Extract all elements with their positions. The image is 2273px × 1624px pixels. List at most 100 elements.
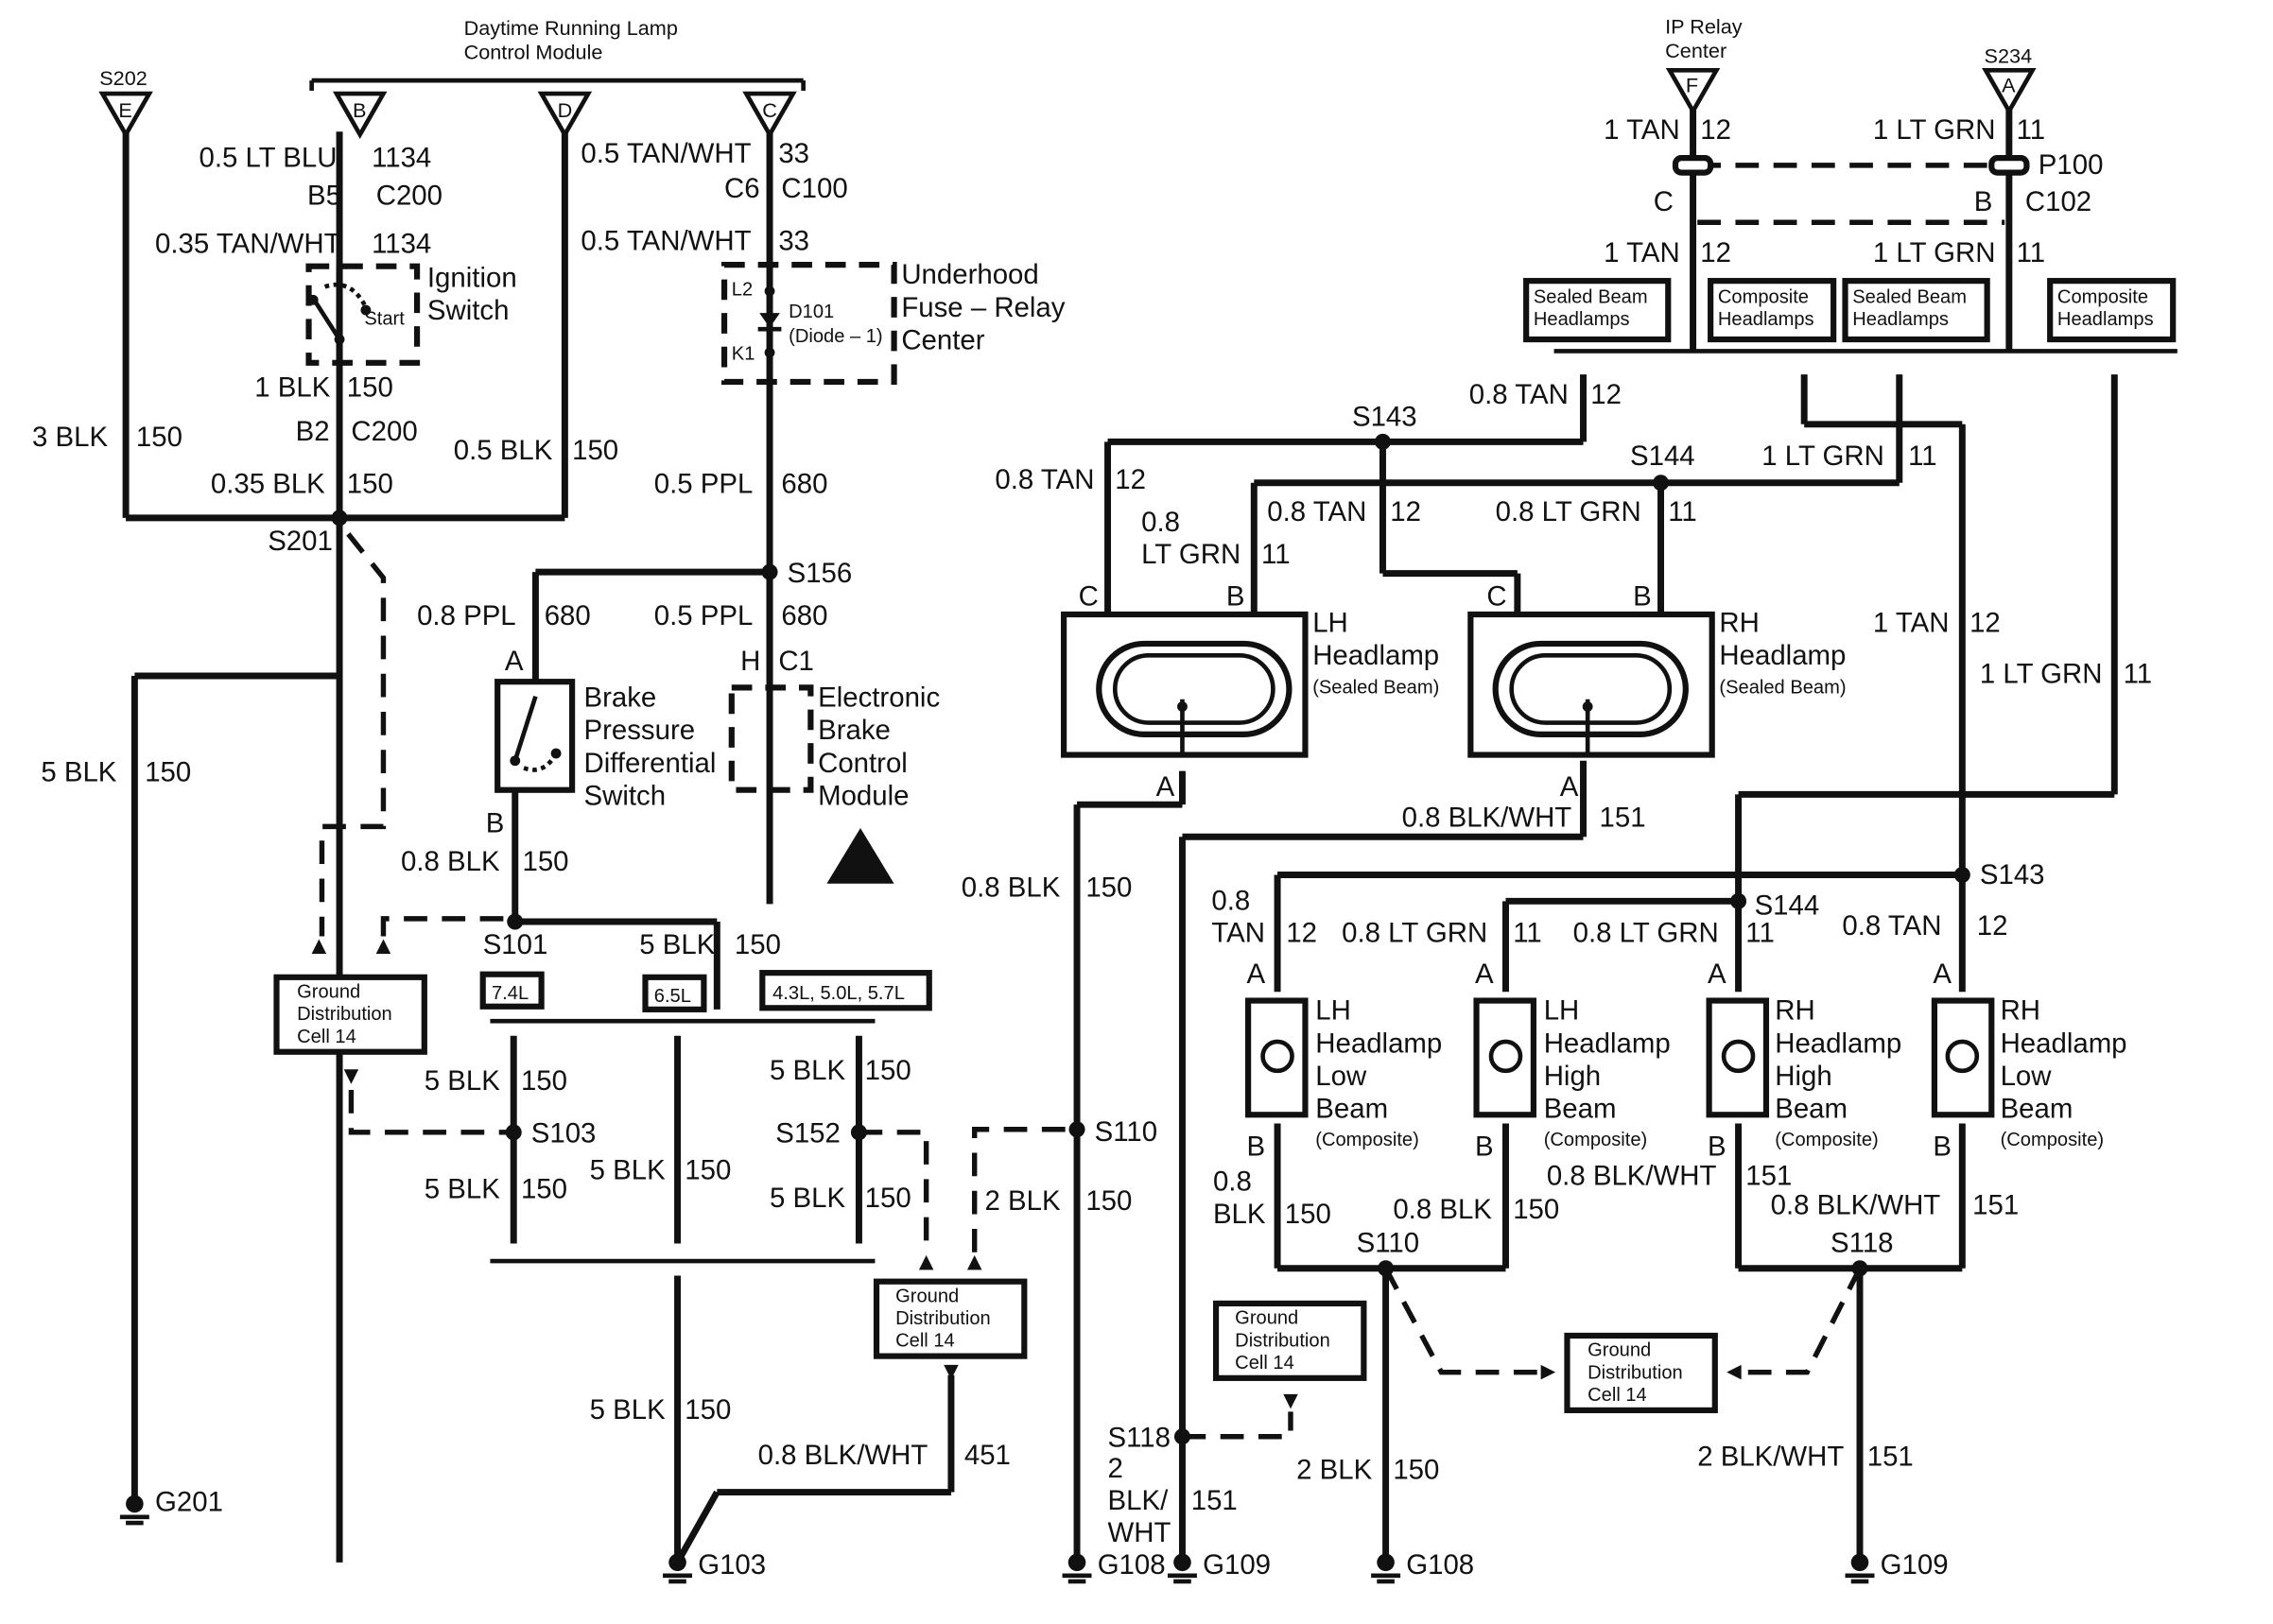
wire-label: 150 <box>572 435 618 466</box>
connector-label: C100 <box>781 173 847 204</box>
wire-label: 0.8 LT GRN <box>1496 496 1641 527</box>
pin-label: A <box>1475 959 1494 990</box>
connector-label: C200 <box>376 181 442 212</box>
s202-connector-icon <box>98 91 153 140</box>
component-label: (Sealed Beam) <box>1719 678 1846 699</box>
engine-43-box <box>759 970 932 1011</box>
splice-label: S110 <box>1357 1228 1419 1259</box>
wire-label: 0.8 PPL <box>417 600 516 631</box>
splice-label: S110 <box>1095 1116 1157 1148</box>
splice-dot <box>761 563 778 580</box>
wire-label: 0.8 BLK/WHT <box>1771 1190 1941 1221</box>
pin-label: A <box>1560 771 1579 803</box>
wire-label: 0.35 BLK <box>211 469 325 500</box>
arrow-down-icon <box>1283 1393 1298 1409</box>
splice-dot <box>1653 475 1670 492</box>
wire-label: 680 <box>545 600 591 631</box>
splice-dot <box>1068 1121 1085 1138</box>
pin-label: B <box>1974 186 1993 217</box>
sealed-beam-box-1 <box>1523 278 1672 343</box>
rh-low-beam-lamp <box>1931 997 1995 1118</box>
splice-label: S234 <box>1985 44 2033 68</box>
ground-distribution-box-2 <box>873 1278 1028 1359</box>
wire-label: 0.8 BLK <box>401 846 500 877</box>
wire-label: 1 LT GRN <box>1761 441 1884 472</box>
wire-label: 150 <box>136 422 182 453</box>
wire-label: 5 BLK <box>425 1065 500 1097</box>
pin-label: A <box>1156 771 1175 803</box>
wire-label: 1134 <box>372 229 431 260</box>
rh-high-beam-lamp <box>1706 997 1770 1118</box>
wire-label: 1 LT GRN <box>1873 237 1996 268</box>
wire-label: 0.8 LT GRN <box>1342 918 1487 949</box>
component-label: (Diode – 1) <box>789 326 882 347</box>
wire-label: 12 <box>1115 464 1146 495</box>
wire-label: 11 <box>2017 237 2046 268</box>
ground-distribution-box-3 <box>1212 1300 1367 1381</box>
right-symbols <box>1061 67 2177 1584</box>
engine-65-box <box>642 974 707 1012</box>
pin-label: A <box>2002 73 2016 96</box>
wire-label: 150 <box>685 1394 731 1425</box>
esd-warning-icon <box>826 827 894 884</box>
pin-f-connector-icon <box>1665 67 1721 116</box>
pin-d-connector-icon <box>537 91 593 140</box>
wire-label: 680 <box>781 600 827 631</box>
arrow-right-icon <box>1726 1364 1742 1380</box>
wire-label: 2 <box>1108 1453 1123 1484</box>
component-label: (Sealed Beam) <box>1312 678 1439 699</box>
pin-label: H <box>740 646 760 677</box>
splice-label: S101 <box>483 929 548 960</box>
pin-label: B <box>1247 1132 1266 1163</box>
wire-label: 12 <box>1969 608 2001 639</box>
wire-label: 0.35 TAN/WHT <box>155 229 341 260</box>
lh-high-beam-lamp <box>1473 997 1536 1118</box>
splice-label: S143 <box>1980 859 2045 890</box>
lh-lamp-outline <box>1096 640 1293 737</box>
wire-label: 150 <box>522 846 568 877</box>
engine-74-box <box>479 971 545 1010</box>
wire-label: TAN <box>1211 918 1265 949</box>
ground-g103-icon <box>663 1553 693 1584</box>
wire-label: 151 <box>1972 1190 2019 1221</box>
wire-label: 0.8 TAN <box>1469 379 1569 410</box>
wire-label: 1 TAN <box>1604 114 1680 146</box>
pin-label: E <box>118 98 131 122</box>
splice-dot <box>331 510 348 527</box>
wire-label: 1134 <box>372 142 431 173</box>
ground-label: G108 <box>1406 1549 1474 1581</box>
splice-dot <box>507 913 524 930</box>
component-label: 6.5L <box>654 986 691 1007</box>
arrow-up-icon <box>918 1254 934 1270</box>
ground-distribution-box-1 <box>273 974 427 1055</box>
wire-label: 151 <box>1600 802 1646 833</box>
wire-label: 0.5 BLK <box>454 435 553 466</box>
wire-label: 0.8 LT GRN <box>1573 918 1719 949</box>
wire-label: 0.8 BLK/WHT <box>1547 1161 1717 1192</box>
composite-box-1 <box>1708 278 1837 343</box>
pin-label: D <box>558 98 573 122</box>
ground-g108-icon <box>1371 1553 1401 1584</box>
splice-label: S143 <box>1352 401 1417 432</box>
wire-label: 1 LT GRN <box>1980 659 2103 690</box>
ebcm-box <box>728 684 814 793</box>
pin-label: A <box>1708 959 1726 990</box>
wire-label: 150 <box>1513 1194 1559 1225</box>
pin-label: B <box>1708 1132 1726 1163</box>
wire-label: 11 <box>1668 496 1697 527</box>
wire-label: 11 <box>1513 918 1542 949</box>
wire-label: 12 <box>1590 379 1622 410</box>
wire-label: 11 <box>2017 114 2046 146</box>
wire-label: 150 <box>145 756 191 787</box>
wire-label: 5 BLK <box>425 1173 500 1204</box>
